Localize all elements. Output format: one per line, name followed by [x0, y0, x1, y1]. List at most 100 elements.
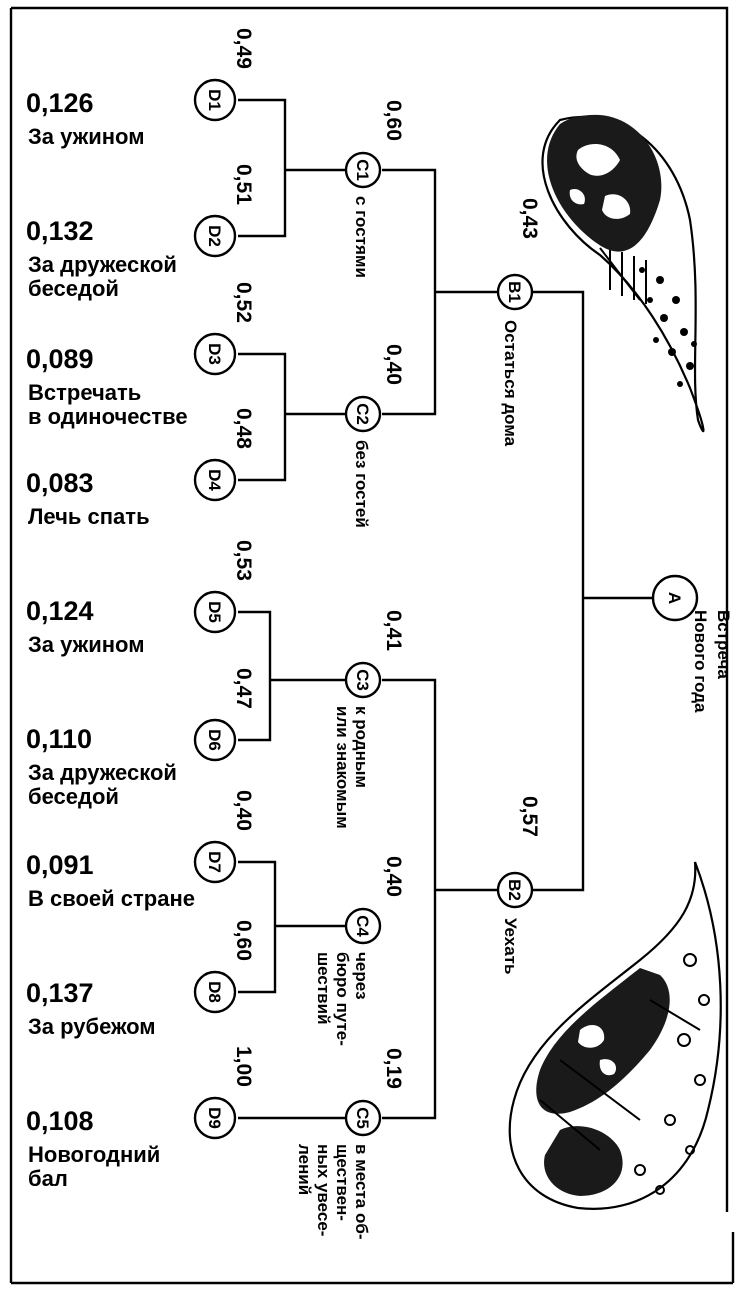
outcome-prob-d3: 0,52: [232, 282, 255, 323]
outcome-prob-d2: 0,51: [232, 164, 255, 205]
branch-label-b1: Остаться дома: [501, 320, 520, 447]
branch-label-b2: Уехать: [501, 918, 520, 974]
option-label-line-c1: с гостями: [352, 196, 371, 278]
branch-prob-b1: 0,43: [518, 198, 541, 239]
option-prob-c1: 0,60: [382, 100, 405, 141]
edge-c2-d: [238, 352, 345, 482]
node-c1-id: C1: [353, 159, 372, 181]
outcome-label-line-d1: За ужином: [28, 124, 144, 149]
outcome-label-line-d9: Новогодний: [28, 1142, 160, 1167]
node-d4-circle: [193, 458, 237, 502]
node-d6-id: D6: [205, 729, 224, 751]
node-b2-id: B2: [505, 879, 524, 901]
node-d8: D8: [193, 970, 237, 1014]
outcome-label-line-d7: В своей стране: [28, 886, 195, 911]
option-prob-c3: 0,41: [382, 610, 405, 651]
node-c2-circle: [344, 395, 382, 433]
outcome-value-d5: 0,124: [26, 596, 94, 626]
node-b2: B2: [496, 871, 534, 909]
edge-b2-c: [382, 678, 500, 1120]
node-d2: D2: [193, 214, 237, 258]
node-c3-circle: [344, 661, 382, 699]
node-c4-id: C4: [353, 915, 372, 937]
illustration-top: [541, 114, 705, 433]
node-a: A: [651, 574, 699, 622]
node-d7-id: D7: [205, 851, 224, 873]
node-a-circle: [651, 574, 699, 622]
node-b2-circle: [496, 871, 534, 909]
node-d8-id: D8: [205, 981, 224, 1003]
outcome-prob-d5: 0,53: [232, 540, 255, 581]
node-d9-id: D9: [205, 1107, 224, 1129]
option-label-line-c3: к родным: [352, 706, 371, 788]
edge-c4-d: [238, 860, 345, 994]
edge-c1-d: [238, 98, 345, 238]
outcome-label-line-d2: За дружеской: [28, 252, 177, 277]
outcome-value-d1: 0,126: [26, 88, 94, 118]
outcome-label-line-d6: беседой: [28, 784, 119, 809]
option-label-line-c5: ществен-: [333, 1144, 352, 1221]
option-prob-c4: 0,40: [382, 856, 405, 897]
node-d8-circle: [193, 970, 237, 1014]
node-d4: D4: [193, 458, 237, 502]
node-c4-circle: [344, 907, 382, 945]
outcome-value-d9: 0,108: [26, 1106, 94, 1136]
node-d3-circle: [193, 332, 237, 376]
option-label-line-c4: через: [352, 952, 371, 1000]
node-d7: D7: [193, 840, 237, 884]
option-label-line-c4: бюро путе-: [333, 952, 352, 1046]
outcome-label-line-d5: За ужином: [28, 632, 144, 657]
outcome-prob-d8: 0,60: [232, 920, 255, 961]
node-d5: D5: [193, 590, 237, 634]
outcome-label-line-d9: бал: [28, 1166, 68, 1191]
outcome-value-d3: 0,089: [26, 344, 94, 374]
node-d1-circle: [193, 78, 237, 122]
node-c3: C3: [344, 661, 382, 699]
illustration-bottom: [508, 861, 722, 1210]
outcome-prob-d4: 0,48: [232, 408, 255, 449]
outcome-label-line-d2: беседой: [28, 276, 119, 301]
node-b1-id: B1: [505, 281, 524, 303]
branch-prob-b2: 0,57: [518, 796, 541, 837]
outcome-prob-d7: 0,40: [232, 790, 255, 831]
node-d5-id: D5: [205, 601, 224, 623]
figure-border: [9, 6, 735, 1285]
outcome-prob-d1: 0,49: [232, 28, 255, 69]
node-d9: D9: [193, 1096, 237, 1140]
option-prob-c5: 0,19: [382, 1048, 405, 1089]
root-label-line: Встреча: [714, 610, 733, 679]
node-d5-circle: [193, 590, 237, 634]
node-d1: D1: [193, 78, 237, 122]
node-c5: C5: [344, 1099, 382, 1137]
option-label-line-c5: ных увесе-: [314, 1144, 333, 1236]
outcome-value-d8: 0,137: [26, 978, 94, 1008]
node-d4-id: D4: [205, 469, 224, 491]
outcome-prob-d6: 0,47: [232, 668, 255, 709]
node-b1: B1: [496, 273, 534, 311]
node-c1-circle: [344, 151, 382, 189]
tree-edges: [238, 98, 655, 1120]
outcome-label-line-d8: За рубежом: [28, 1014, 156, 1039]
node-d6-circle: [193, 718, 237, 762]
node-c2: C2: [344, 395, 382, 433]
node-d3-id: D3: [205, 343, 224, 365]
node-c2-id: C2: [353, 403, 372, 425]
node-d2-circle: [193, 214, 237, 258]
node-d9-circle: [193, 1096, 237, 1140]
root-label-line: Нового года: [691, 610, 710, 713]
edge-a-b: [530, 290, 655, 892]
outcome-label-line-d4: Лечь спать: [28, 504, 150, 529]
outcome-label-line-d6: За дружеской: [28, 760, 177, 785]
node-d3: D3: [193, 332, 237, 376]
edge-c3-d: [238, 610, 345, 742]
option-label-line-c5: лений: [295, 1144, 314, 1195]
outcome-label-line-d3: Встречать: [28, 380, 141, 405]
outcome-value-d6: 0,110: [26, 724, 92, 754]
node-d1-id: D1: [205, 89, 224, 111]
node-c3-id: C3: [353, 669, 372, 691]
option-label-line-c5: в места об-: [352, 1144, 371, 1239]
node-c1: C1: [344, 151, 382, 189]
node-d2-id: D2: [205, 225, 224, 247]
